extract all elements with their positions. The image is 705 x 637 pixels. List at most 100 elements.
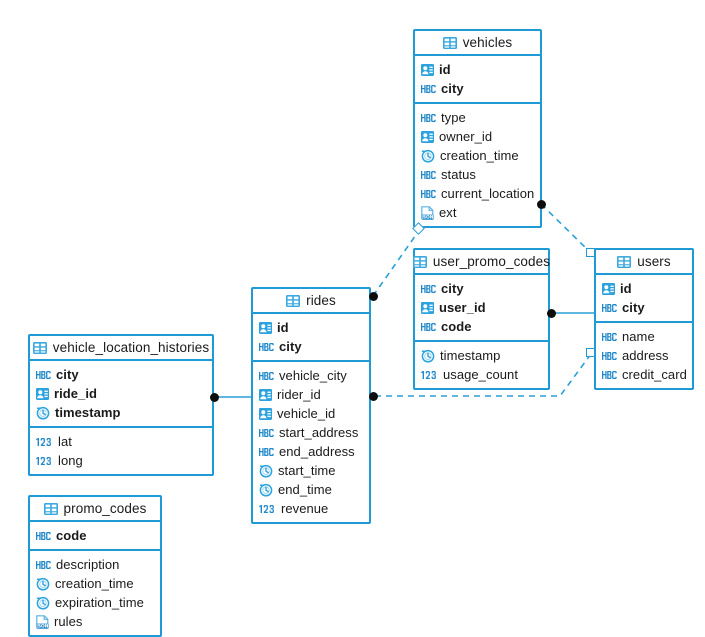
endpoint-square-users-topleft [586,248,595,257]
column-row[interactable]: type [415,108,540,127]
column-row[interactable]: owner_id [415,127,540,146]
table-promo_codes[interactable]: promo_codes code description creation_ti… [28,495,162,637]
clock-timestamp-icon [259,483,273,497]
primary-key-row[interactable]: city [253,337,369,356]
primary-key-row[interactable]: code [30,526,160,545]
column-name: city [622,300,645,315]
column-name: long [58,453,83,468]
123-number-icon [259,504,276,514]
column-name: vehicle_id [277,406,336,421]
endpoint-dot-user-promo-codes-right [547,309,556,318]
column-row[interactable]: start_time [253,461,369,480]
primary-key-row[interactable]: city [30,365,212,384]
column-name: name [622,329,655,344]
edge-rides-to-vehicles [372,231,419,297]
primary-key-row[interactable]: ride_id [30,384,212,403]
column-name: start_time [278,463,336,478]
table-header-rides[interactable]: rides [253,289,369,314]
column-row[interactable]: status [415,165,540,184]
primary-key-row[interactable]: timestamp [30,403,212,422]
clock-timestamp-icon [36,406,50,420]
primary-key-row[interactable]: city [415,79,540,98]
abc-string-icon [36,370,51,380]
column-row[interactable]: credit_card [596,365,692,384]
primary-key-row[interactable]: id [596,279,692,298]
primary-key-row[interactable]: city [596,298,692,317]
table-vehicle_location_histories[interactable]: vehicle_location_histories city ride_id … [28,334,214,476]
column-row[interactable]: revenue [253,499,369,518]
table-vehicles[interactable]: vehicles id city type [413,29,542,228]
primary-key-row[interactable]: id [253,318,369,337]
column-row[interactable]: current_location [415,184,540,203]
table-header-users[interactable]: users [596,250,692,275]
svg-text:JSON: JSON [421,214,434,219]
table-title: promo_codes [63,501,147,516]
table-rides[interactable]: rides id city vehicle_city [251,287,371,524]
table-users[interactable]: users id city name [594,248,694,390]
key-id-icon [602,282,615,295]
column-row[interactable]: timestamp [415,346,548,365]
json-icon: JSON [421,205,434,220]
primary-key-row[interactable]: code [415,317,548,336]
column-row[interactable]: vehicle_id [253,404,369,423]
column-name: revenue [281,501,329,516]
table-title: users [637,254,671,269]
abc-string-icon [259,447,274,457]
column-name: type [441,110,466,125]
primary-key-row[interactable]: user_id [415,298,548,317]
column-group: name address credit_card [596,323,692,388]
column-row[interactable]: end_address [253,442,369,461]
column-row[interactable]: lat [30,432,212,451]
column-name: status [441,167,476,182]
column-row[interactable]: expiration_time [30,593,160,612]
column-row[interactable]: usage_count [415,365,548,384]
123-number-icon [36,456,53,466]
column-name: id [277,320,289,335]
key-id-icon [421,63,434,76]
column-row[interactable]: creation_time [415,146,540,165]
primary-key-row[interactable]: city [415,279,548,298]
table-header-vehicles[interactable]: vehicles [415,31,540,56]
table-icon [617,255,632,268]
primary-key-row[interactable]: id [415,60,540,79]
column-row[interactable]: name [596,327,692,346]
endpoint-square-users-left [586,348,595,357]
column-row[interactable]: vehicle_city [253,366,369,385]
column-name: credit_card [622,367,687,382]
key-id-icon [421,301,434,314]
column-row[interactable]: JSON rules [30,612,160,631]
clock-timestamp-icon [259,464,273,478]
column-row[interactable]: creation_time [30,574,160,593]
table-icon [43,502,58,515]
table-user_promo_codes[interactable]: user_promo_codes city user_id code [412,248,550,390]
abc-string-icon [421,170,436,180]
table-header-vehicle_location_histories[interactable]: vehicle_location_histories [30,336,212,361]
column-row[interactable]: long [30,451,212,470]
column-name: id [439,62,451,77]
table-icon [32,341,47,354]
column-row[interactable]: JSON ext [415,203,540,222]
clock-timestamp-icon [36,577,50,591]
table-header-user_promo_codes[interactable]: user_promo_codes [412,250,550,275]
key-id-icon [421,130,434,143]
abc-string-icon [259,428,274,438]
abc-string-icon [36,531,51,541]
primary-key-group: id city [253,314,369,362]
column-row[interactable]: start_address [253,423,369,442]
column-row[interactable]: end_time [253,480,369,499]
table-header-promo_codes[interactable]: promo_codes [30,497,160,522]
abc-string-icon [421,322,436,332]
column-name: end_address [279,444,355,459]
primary-key-group: id city [415,56,540,104]
column-row[interactable]: description [30,555,160,574]
primary-key-group: city user_id code [415,275,548,342]
column-name: code [441,319,472,334]
column-row[interactable]: rider_id [253,385,369,404]
table-icon [412,255,427,268]
endpoint-dot-rides-top [369,292,378,301]
endpoint-dot-rides-right [369,392,378,401]
abc-string-icon [259,342,274,352]
column-row[interactable]: address [596,346,692,365]
endpoint-dot-vehicle-location-histories-right [210,393,219,402]
abc-string-icon [421,284,436,294]
